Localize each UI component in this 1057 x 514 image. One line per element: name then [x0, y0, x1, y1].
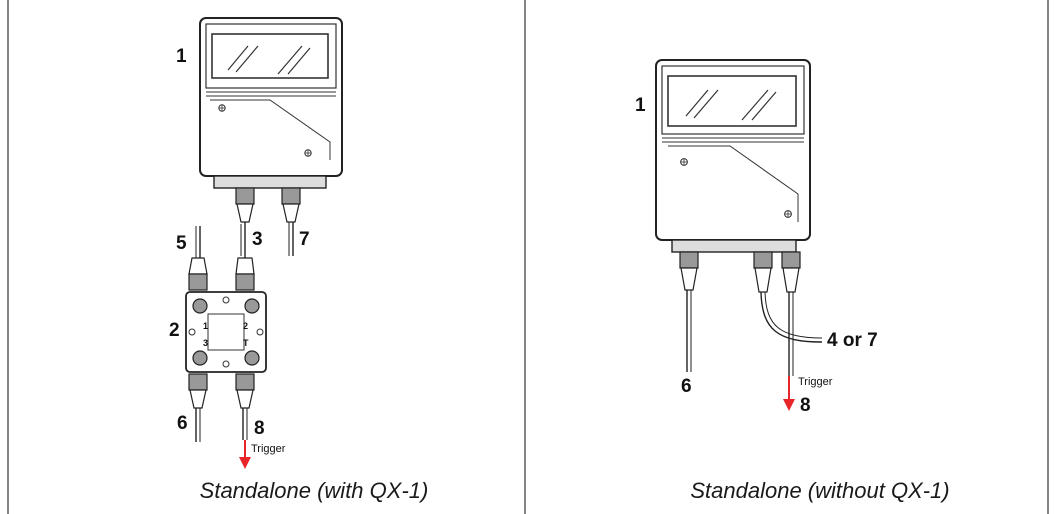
left-cable-8 — [235, 373, 255, 440]
left-cable-3 — [235, 187, 255, 256]
label-6-right: 6 — [681, 376, 692, 397]
left-cable-6 — [188, 373, 208, 442]
qx1-junction-box — [185, 291, 267, 373]
qx1-port-1: 1 — [203, 321, 208, 331]
label-5: 5 — [176, 233, 187, 254]
left-cable-3-lower — [235, 256, 255, 291]
label-2: 2 — [169, 320, 180, 341]
left-cable-5 — [188, 226, 208, 291]
right-cable-8 — [781, 251, 801, 376]
label-8-right: 8 — [800, 395, 811, 416]
caption-right: Standalone (without QX-1) — [690, 478, 950, 503]
left-cable-7 — [281, 187, 301, 256]
label-7: 7 — [299, 229, 310, 250]
label-4-or-7: 4 or 7 — [827, 330, 878, 351]
qx1-port-t: T — [243, 338, 249, 348]
qx1-port-2: 2 — [243, 321, 248, 331]
label-3: 3 — [252, 229, 263, 250]
right-cable-6 — [679, 251, 699, 372]
label-1-right: 1 — [635, 95, 646, 116]
label-6-left: 6 — [177, 413, 188, 434]
label-1-left: 1 — [176, 46, 187, 67]
left-scanner-device — [199, 17, 343, 189]
right-cable-4-or-7 — [753, 251, 823, 343]
trigger-label-left: Trigger — [251, 443, 286, 455]
label-8-left: 8 — [254, 418, 265, 439]
qx1-port-3: 3 — [203, 338, 208, 348]
caption-left: Standalone (with QX-1) — [199, 478, 429, 503]
trigger-label-right: Trigger — [798, 376, 833, 388]
right-scanner-device — [655, 59, 811, 253]
